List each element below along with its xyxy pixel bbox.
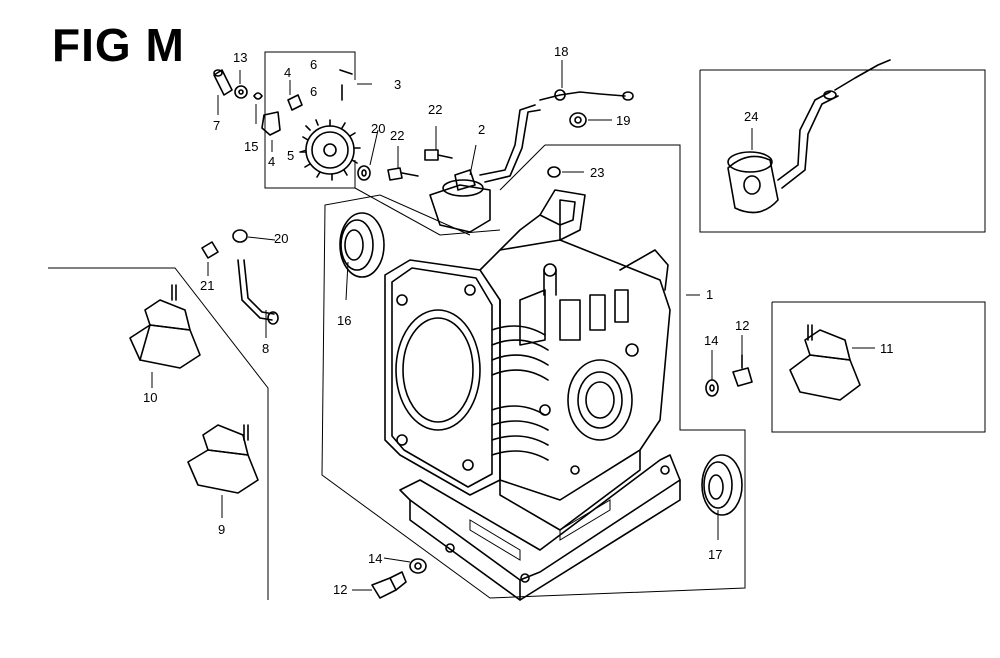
- callout-3: 3: [394, 77, 401, 92]
- callout-20b: 20: [274, 231, 288, 246]
- governor-assembly: [213, 69, 371, 181]
- callout-12b: 12: [333, 582, 347, 597]
- callout-21: 21: [200, 278, 214, 293]
- callout-8: 8: [262, 341, 269, 356]
- oil-level-switch-24: [727, 59, 891, 214]
- oil-seal-16: [339, 212, 385, 301]
- engine-mount-9: [187, 424, 259, 494]
- callout-13: 13: [233, 50, 247, 65]
- bolt-22-lower: [387, 167, 419, 181]
- callout-9: 9: [218, 522, 225, 537]
- washer-14-right: [705, 379, 719, 397]
- callout-4a: 4: [284, 65, 291, 80]
- callout-6a: 6: [310, 57, 317, 72]
- bolt-12-right: [732, 354, 753, 387]
- callout-7: 7: [213, 118, 220, 133]
- clip-21: [201, 241, 219, 259]
- callout-19: 19: [616, 113, 630, 128]
- callout-10: 10: [143, 390, 157, 405]
- cap-20: [232, 229, 248, 243]
- callout-4b: 4: [268, 154, 275, 169]
- engine-mount-10: [129, 284, 201, 369]
- callout-14a: 14: [704, 333, 718, 348]
- callout-14b: 14: [368, 551, 382, 566]
- callout-22a: 22: [428, 102, 442, 117]
- engine-mount-11: [789, 324, 861, 401]
- callout-23: 23: [590, 165, 604, 180]
- callout-24: 24: [744, 109, 758, 124]
- figure-title: FIG M: [52, 19, 185, 71]
- callout-11: 11: [880, 341, 894, 356]
- drain-pipe-8: [237, 259, 279, 325]
- nut-23: [547, 166, 561, 178]
- engine-crankcase-block: [384, 189, 681, 601]
- callout-1: 1: [706, 287, 713, 302]
- bolt-22-upper: [424, 149, 453, 161]
- callout-16: 16: [337, 313, 351, 328]
- callout-6b: 6: [310, 84, 317, 99]
- callout-5: 5: [287, 148, 294, 163]
- leader-lines: [151, 60, 875, 591]
- callout-12a: 12: [735, 318, 749, 333]
- callout-22b: 22: [390, 128, 404, 143]
- breather-assembly: [429, 89, 634, 233]
- group-boundary-lines: [48, 51, 986, 600]
- oil-seal-17: [701, 454, 743, 540]
- washer-14-bottom: [409, 558, 427, 574]
- callout-15: 15: [244, 139, 258, 154]
- callout-17: 17: [708, 547, 722, 562]
- callout-labels: 1 2 3 4 4 5 6 6 7 8 9 10 11 12 12 13 14 …: [143, 44, 894, 597]
- bolt-12-bottom: [371, 571, 407, 599]
- callout-18: 18: [554, 44, 568, 59]
- callout-20a: 20: [371, 121, 385, 136]
- callout-2: 2: [478, 122, 485, 137]
- nut-19: [569, 112, 587, 128]
